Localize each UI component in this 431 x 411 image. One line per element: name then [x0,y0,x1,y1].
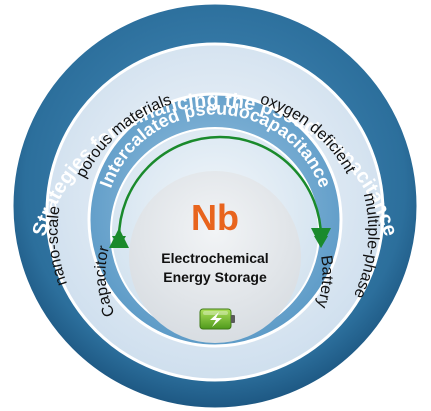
center-line-1: Electrochemical [161,250,268,266]
arrow-head-left [112,236,126,248]
center-line-2: Energy Storage [163,269,267,285]
arrow-head-right [314,236,328,248]
element-symbol: Nb [191,197,239,238]
center-disc [129,171,301,343]
capacitor-battery-arrow [108,135,331,249]
battery-label: Battery [313,254,336,310]
battery-charging-icon [199,308,235,330]
